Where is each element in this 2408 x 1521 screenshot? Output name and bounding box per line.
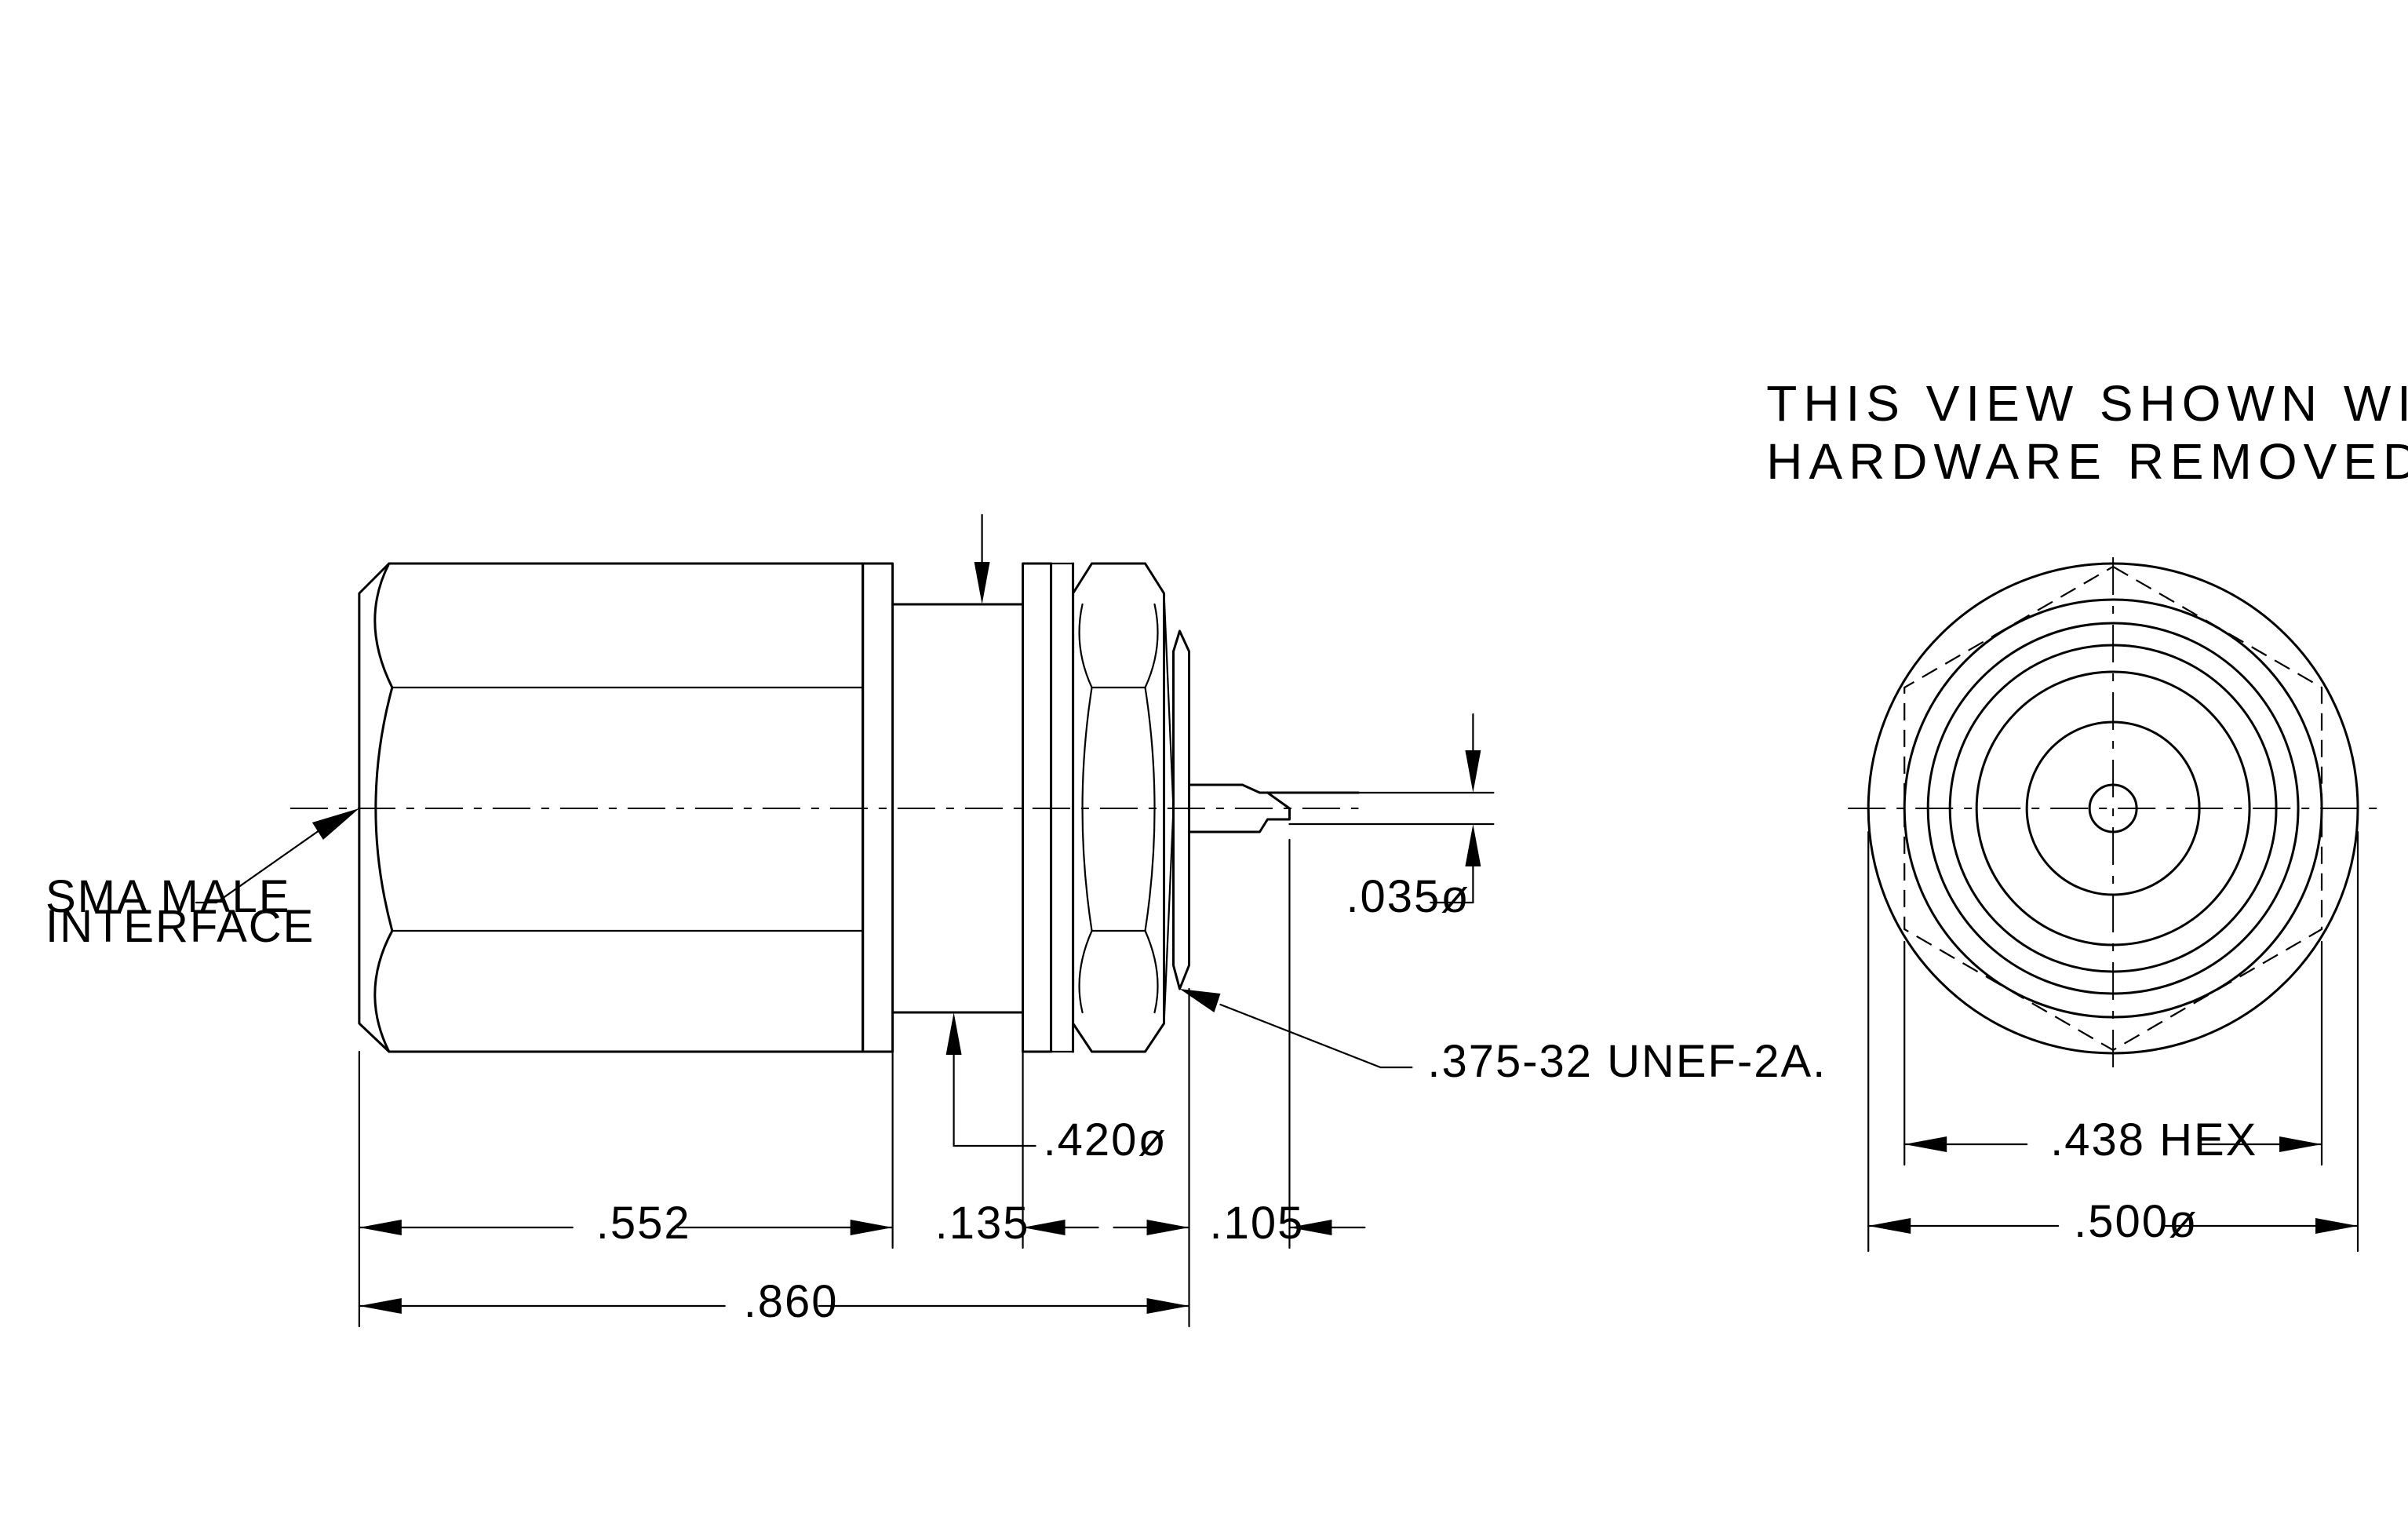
interface-label-line2: INTERFACE [46,902,315,952]
mounting-hex-nut [1073,564,1174,1052]
outer-diameter-dimension [1868,1218,2358,1234]
pin-circle [2089,785,2137,832]
front-washer [863,564,893,1052]
body-cylinder [893,604,1023,1012]
body-diameter-dimension [945,515,1036,1146]
view-note-line1: THIS VIEW SHOWN WITH [1766,375,2408,432]
side-view: SMA MALE INTERFACE .035ø .375-32 UNEF-2A… [46,515,1827,1327]
hidden-hex [1904,567,2322,1050]
thread-leader [1179,989,1412,1067]
view-note-line2: HARDWARE REMOVED. [1766,433,2408,490]
ring-2 [1928,623,2298,994]
dimension-row-1 [359,1220,1365,1235]
end-view: .438 HEX .500ø THIS VIEW SHOWN WITH HARD… [1766,375,2408,1251]
pin-diameter-label: .035ø [1346,872,1470,922]
hex-size-label: .438 HEX [2050,1115,2257,1165]
pin-length-label: .105 [1209,1198,1304,1249]
interface-label-line1: SMA MALE [46,872,290,922]
interface-leader [196,808,359,903]
ring-4 [1976,672,2250,945]
outer-circle [1868,564,2358,1053]
pin-diameter-dimension [1289,714,1493,903]
thread-label: .375-32 UNEF-2A. [1427,1037,1827,1087]
ring-3 [1950,645,2276,972]
ring-1 [1904,600,2322,1017]
flange [1023,564,1051,1052]
flange-length-label: .135 [935,1198,1030,1249]
threaded-end [1174,631,1189,989]
hex-dimension [1904,1136,2322,1152]
extension-lines [359,840,1290,1326]
dielectric-circle [2027,722,2199,895]
overall-length-label: .860 [744,1277,839,1327]
dimension-row-2 [359,1298,1189,1314]
body-diameter-label: .420ø [1044,1115,1168,1165]
front-length-label: .552 [596,1198,691,1249]
outer-diameter-label: .500ø [2074,1197,2198,1247]
